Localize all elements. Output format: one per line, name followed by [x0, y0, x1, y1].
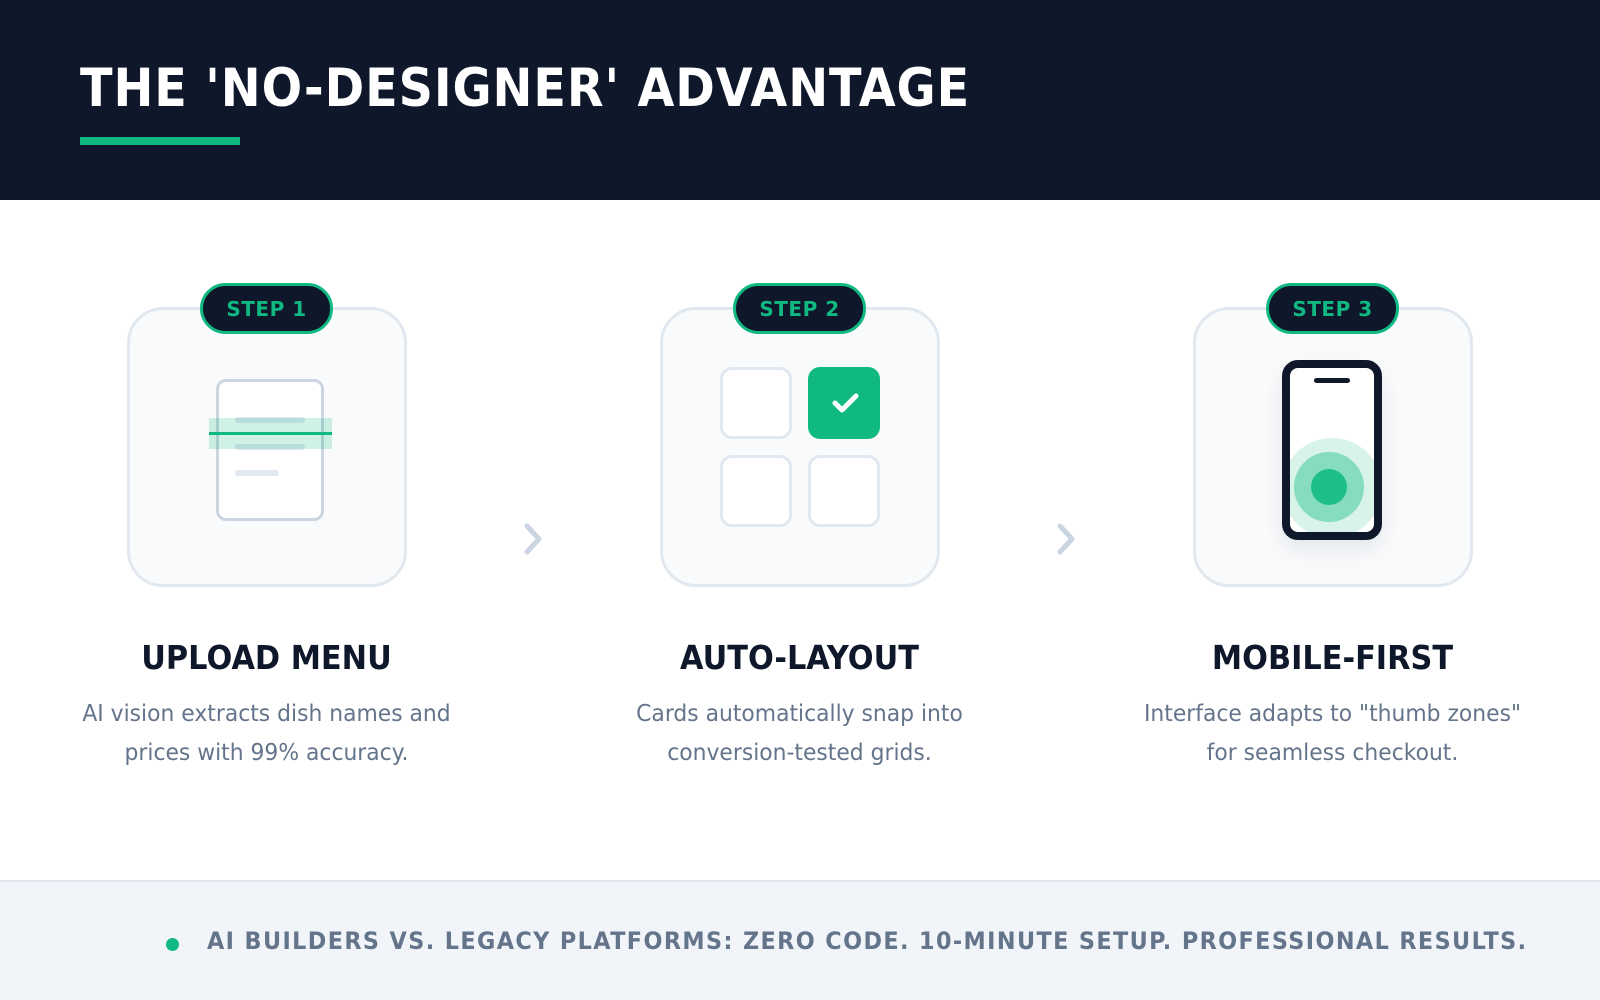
grid-tile — [808, 455, 880, 527]
step-illustration-card — [1193, 307, 1473, 587]
grid-tile-selected — [808, 367, 880, 439]
bullet-dot-icon — [166, 938, 179, 951]
document-shape — [216, 379, 324, 521]
step-title: UPLOAD MENU — [141, 638, 392, 677]
step-1: STEP 1 UPLOAD MENU AI vision extracts di… — [0, 283, 451, 783]
header-banner: THE 'NO-DESIGNER' ADVANTAGE — [0, 0, 1600, 200]
step-2: STEP 2 AUTO-LAYOUT Cards automatically s… — [533, 283, 963, 783]
thumb-zone-inner — [1311, 469, 1347, 505]
footer-tagline: AI BUILDERS VS. LEGACY PLATFORMS: ZERO C… — [207, 927, 1528, 955]
step-illustration-card — [127, 307, 407, 587]
step-description: AI vision extracts dish names and prices… — [13, 695, 519, 773]
step-badge: STEP 1 — [200, 283, 333, 334]
step-description: Cards automatically snap into conversion… — [546, 695, 1052, 773]
description-line: AI vision extracts dish names and — [82, 701, 451, 727]
grid-tile — [720, 367, 792, 439]
step-3: STEP 3 MOBILE-FIRST Interface adapts to … — [1066, 283, 1521, 783]
description-line: Interface adapts to "thumb zones" — [1143, 701, 1522, 727]
page-title: THE 'NO-DESIGNER' ADVANTAGE — [80, 58, 971, 119]
step-description: Interface adapts to "thumb zones" for se… — [1079, 695, 1585, 773]
title-accent-bar — [80, 137, 240, 145]
chevron-right-icon — [1057, 523, 1075, 555]
grid-tile — [720, 455, 792, 527]
description-line: conversion-tested grids. — [667, 740, 932, 766]
step-title: MOBILE-FIRST — [1211, 638, 1454, 677]
scan-line — [209, 432, 332, 435]
phone-notch — [1314, 378, 1350, 383]
description-line: for seamless checkout. — [1206, 740, 1459, 766]
description-line: Cards automatically snap into — [636, 701, 963, 727]
step-illustration-card — [660, 307, 940, 587]
step-badge: STEP 2 — [733, 283, 866, 334]
step-badge: STEP 3 — [1266, 283, 1399, 334]
step-title: AUTO-LAYOUT — [680, 638, 919, 677]
footer-banner: AI BUILDERS VS. LEGACY PLATFORMS: ZERO C… — [0, 880, 1600, 1000]
check-icon — [832, 393, 859, 413]
chevron-right-icon — [524, 523, 542, 555]
phone-thumb-zone-icon — [1282, 360, 1382, 540]
description-line: prices with 99% accuracy. — [124, 740, 409, 766]
